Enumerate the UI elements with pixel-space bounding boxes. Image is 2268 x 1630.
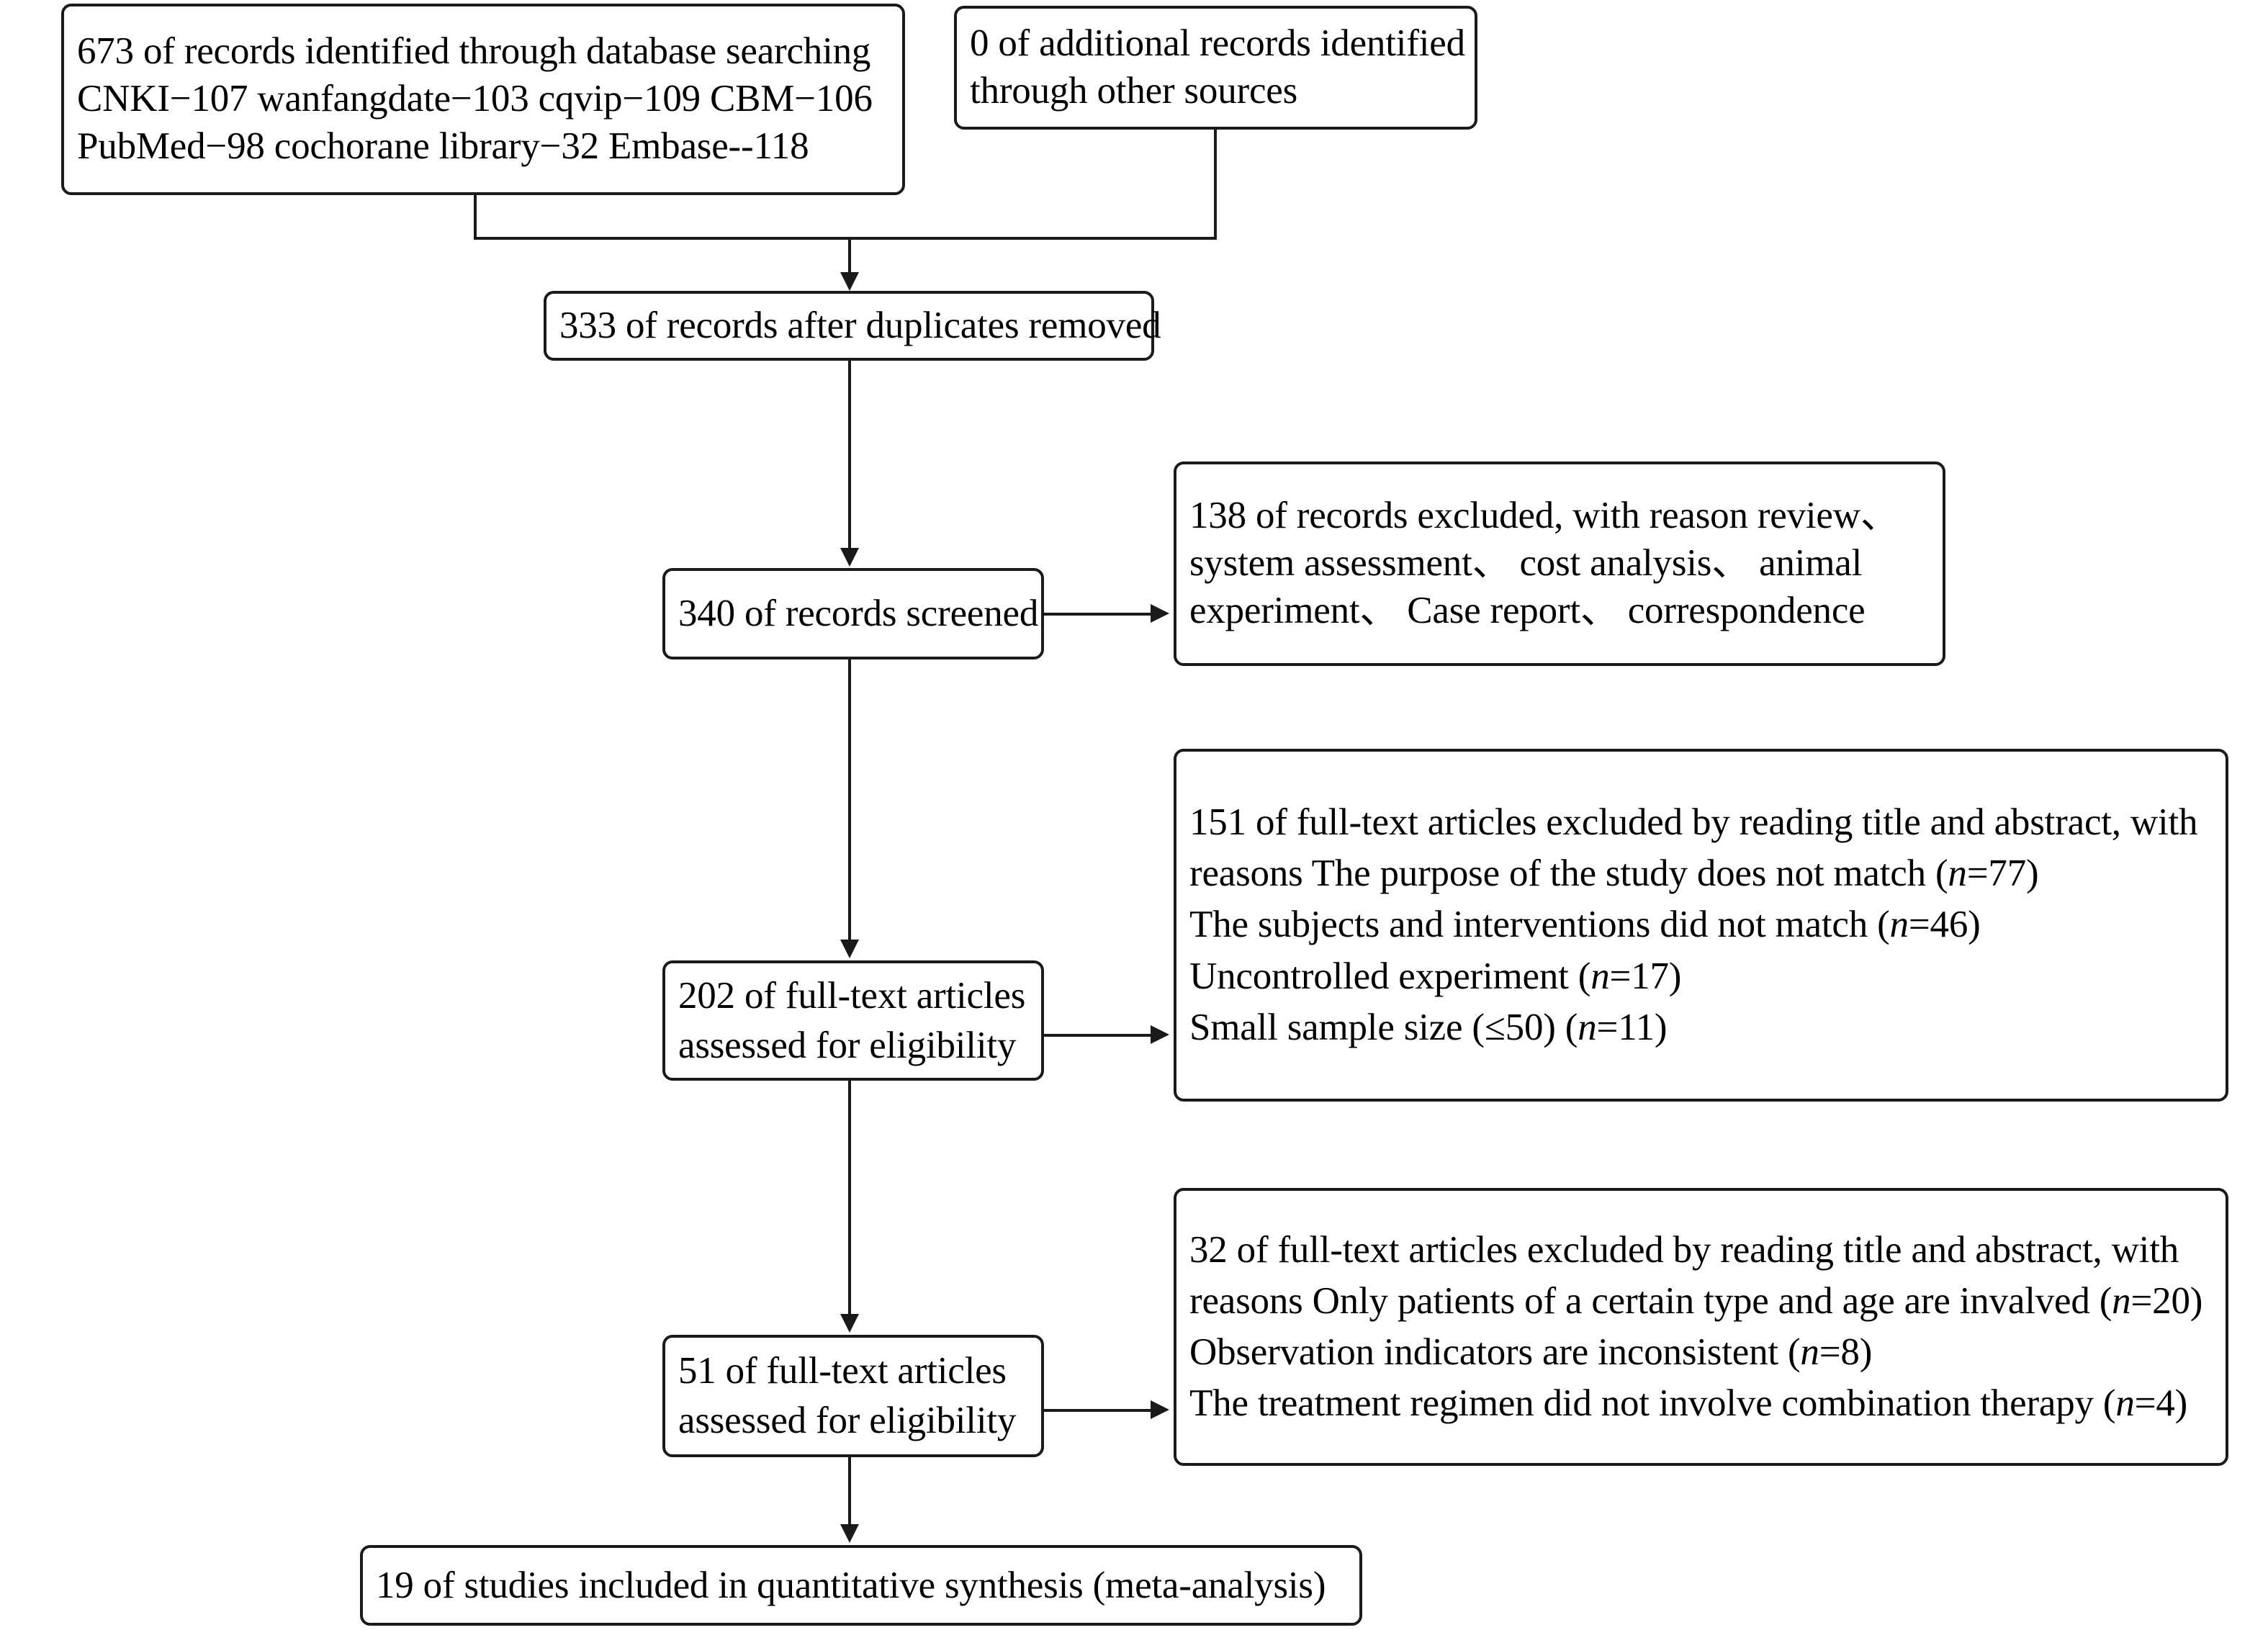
node-records-excluded-with-reason: 138 of records excluded, with reason rev…: [1174, 461, 1945, 666]
connector-bracket-left-stem: [474, 195, 477, 240]
connector-to-duplicates-removed: [848, 237, 851, 274]
node-line: The treatment regimen did not involve co…: [1189, 1382, 2188, 1425]
node-full-text-articles-assessed-202: 202 of full-text articles assessed for e…: [662, 960, 1044, 1081]
node-line: system assessment、 cost analysis、 animal: [1189, 542, 1863, 585]
node-line: 51 of full-text articles: [678, 1350, 1007, 1392]
connector-fulltext51-to-excluded32: [1044, 1409, 1153, 1412]
node-records-identified-database-searching: 673 of records identified through databa…: [61, 4, 905, 195]
node-line: experiment、 Case report、 correspondence: [1189, 589, 1866, 631]
node-line: assessed for eligibility: [678, 1400, 1017, 1441]
node-line: CNKI−107 wanfangdate−103 cqvip−109 CBM−1…: [77, 78, 873, 120]
node-line: PubMed−98 cochorane library−32 Embase--1…: [77, 125, 809, 167]
node-records-after-duplicates-removed: 333 of records after duplicates removed: [544, 291, 1161, 361]
arrowhead-to-excluded-151: [1151, 1025, 1169, 1044]
node-full-text-articles-excluded-151: 151 of full-text articles excluded by re…: [1174, 749, 2228, 1102]
connector-fulltext202-to-excluded151: [1044, 1034, 1153, 1037]
node-line: 138 of records excluded, with reason rev…: [1189, 495, 1899, 537]
node-full-text-articles-assessed-51: 51 of full-text articles assessed for el…: [662, 1335, 1044, 1457]
node-line: reasons The purpose of the study does no…: [1189, 852, 2039, 895]
node-records-screened: 340 of records screened: [662, 568, 1044, 659]
node-line: 151 of full-text articles excluded by re…: [1189, 801, 2198, 844]
node-line: 333 of records after duplicates removed: [559, 305, 1161, 347]
node-line: Uncontrolled experiment (n=17): [1189, 955, 1682, 997]
node-full-text-articles-excluded-32: 32 of full-text articles excluded by rea…: [1174, 1188, 2228, 1466]
connector-bracket-right-stem: [1214, 130, 1217, 240]
arrowhead-to-excluded-32: [1151, 1400, 1169, 1419]
arrowhead-to-included: [840, 1524, 859, 1543]
connector-bracket-crossbar: [474, 237, 1217, 240]
arrowhead-to-records-screened: [840, 548, 859, 567]
node-line: The subjects and interventions did not m…: [1189, 904, 1981, 946]
node-line: Small sample size (≤50) (n=11): [1189, 1006, 1668, 1048]
connector-duplicates-to-screened: [848, 361, 851, 550]
node-line: 0 of additional records identified: [970, 22, 1465, 65]
node-studies-included-quantitative-synthesis: 19 of studies included in quantitative s…: [360, 1545, 1362, 1626]
node-line: 32 of full-text articles excluded by rea…: [1189, 1228, 2179, 1271]
node-line: 340 of records screened: [678, 593, 1039, 635]
node-line: 19 of studies included in quantitative s…: [376, 1564, 1326, 1606]
arrowhead-to-records-excluded: [1151, 604, 1169, 623]
connector-screened-to-excluded: [1044, 613, 1153, 616]
node-line: reasons Only patients of a certain type …: [1189, 1279, 2203, 1322]
arrowhead-to-fulltext-51: [840, 1314, 859, 1333]
node-line: Observation indicators are inconsistent …: [1189, 1331, 1873, 1373]
node-records-identified-other-sources: 0 of additional records identified throu…: [954, 6, 1477, 130]
arrowhead-to-fulltext-202: [840, 940, 859, 958]
connector-fulltext202-to-fulltext51: [848, 1081, 851, 1316]
node-line: 673 of records identified through databa…: [77, 30, 871, 73]
arrowhead-to-duplicates-removed: [840, 272, 859, 291]
connector-fulltext51-to-included: [848, 1457, 851, 1526]
node-line: through other sources: [970, 70, 1298, 112]
connector-screened-to-fulltext-202: [848, 659, 851, 942]
node-line: 202 of full-text articles: [678, 974, 1026, 1017]
node-line: assessed for eligibility: [678, 1024, 1017, 1066]
